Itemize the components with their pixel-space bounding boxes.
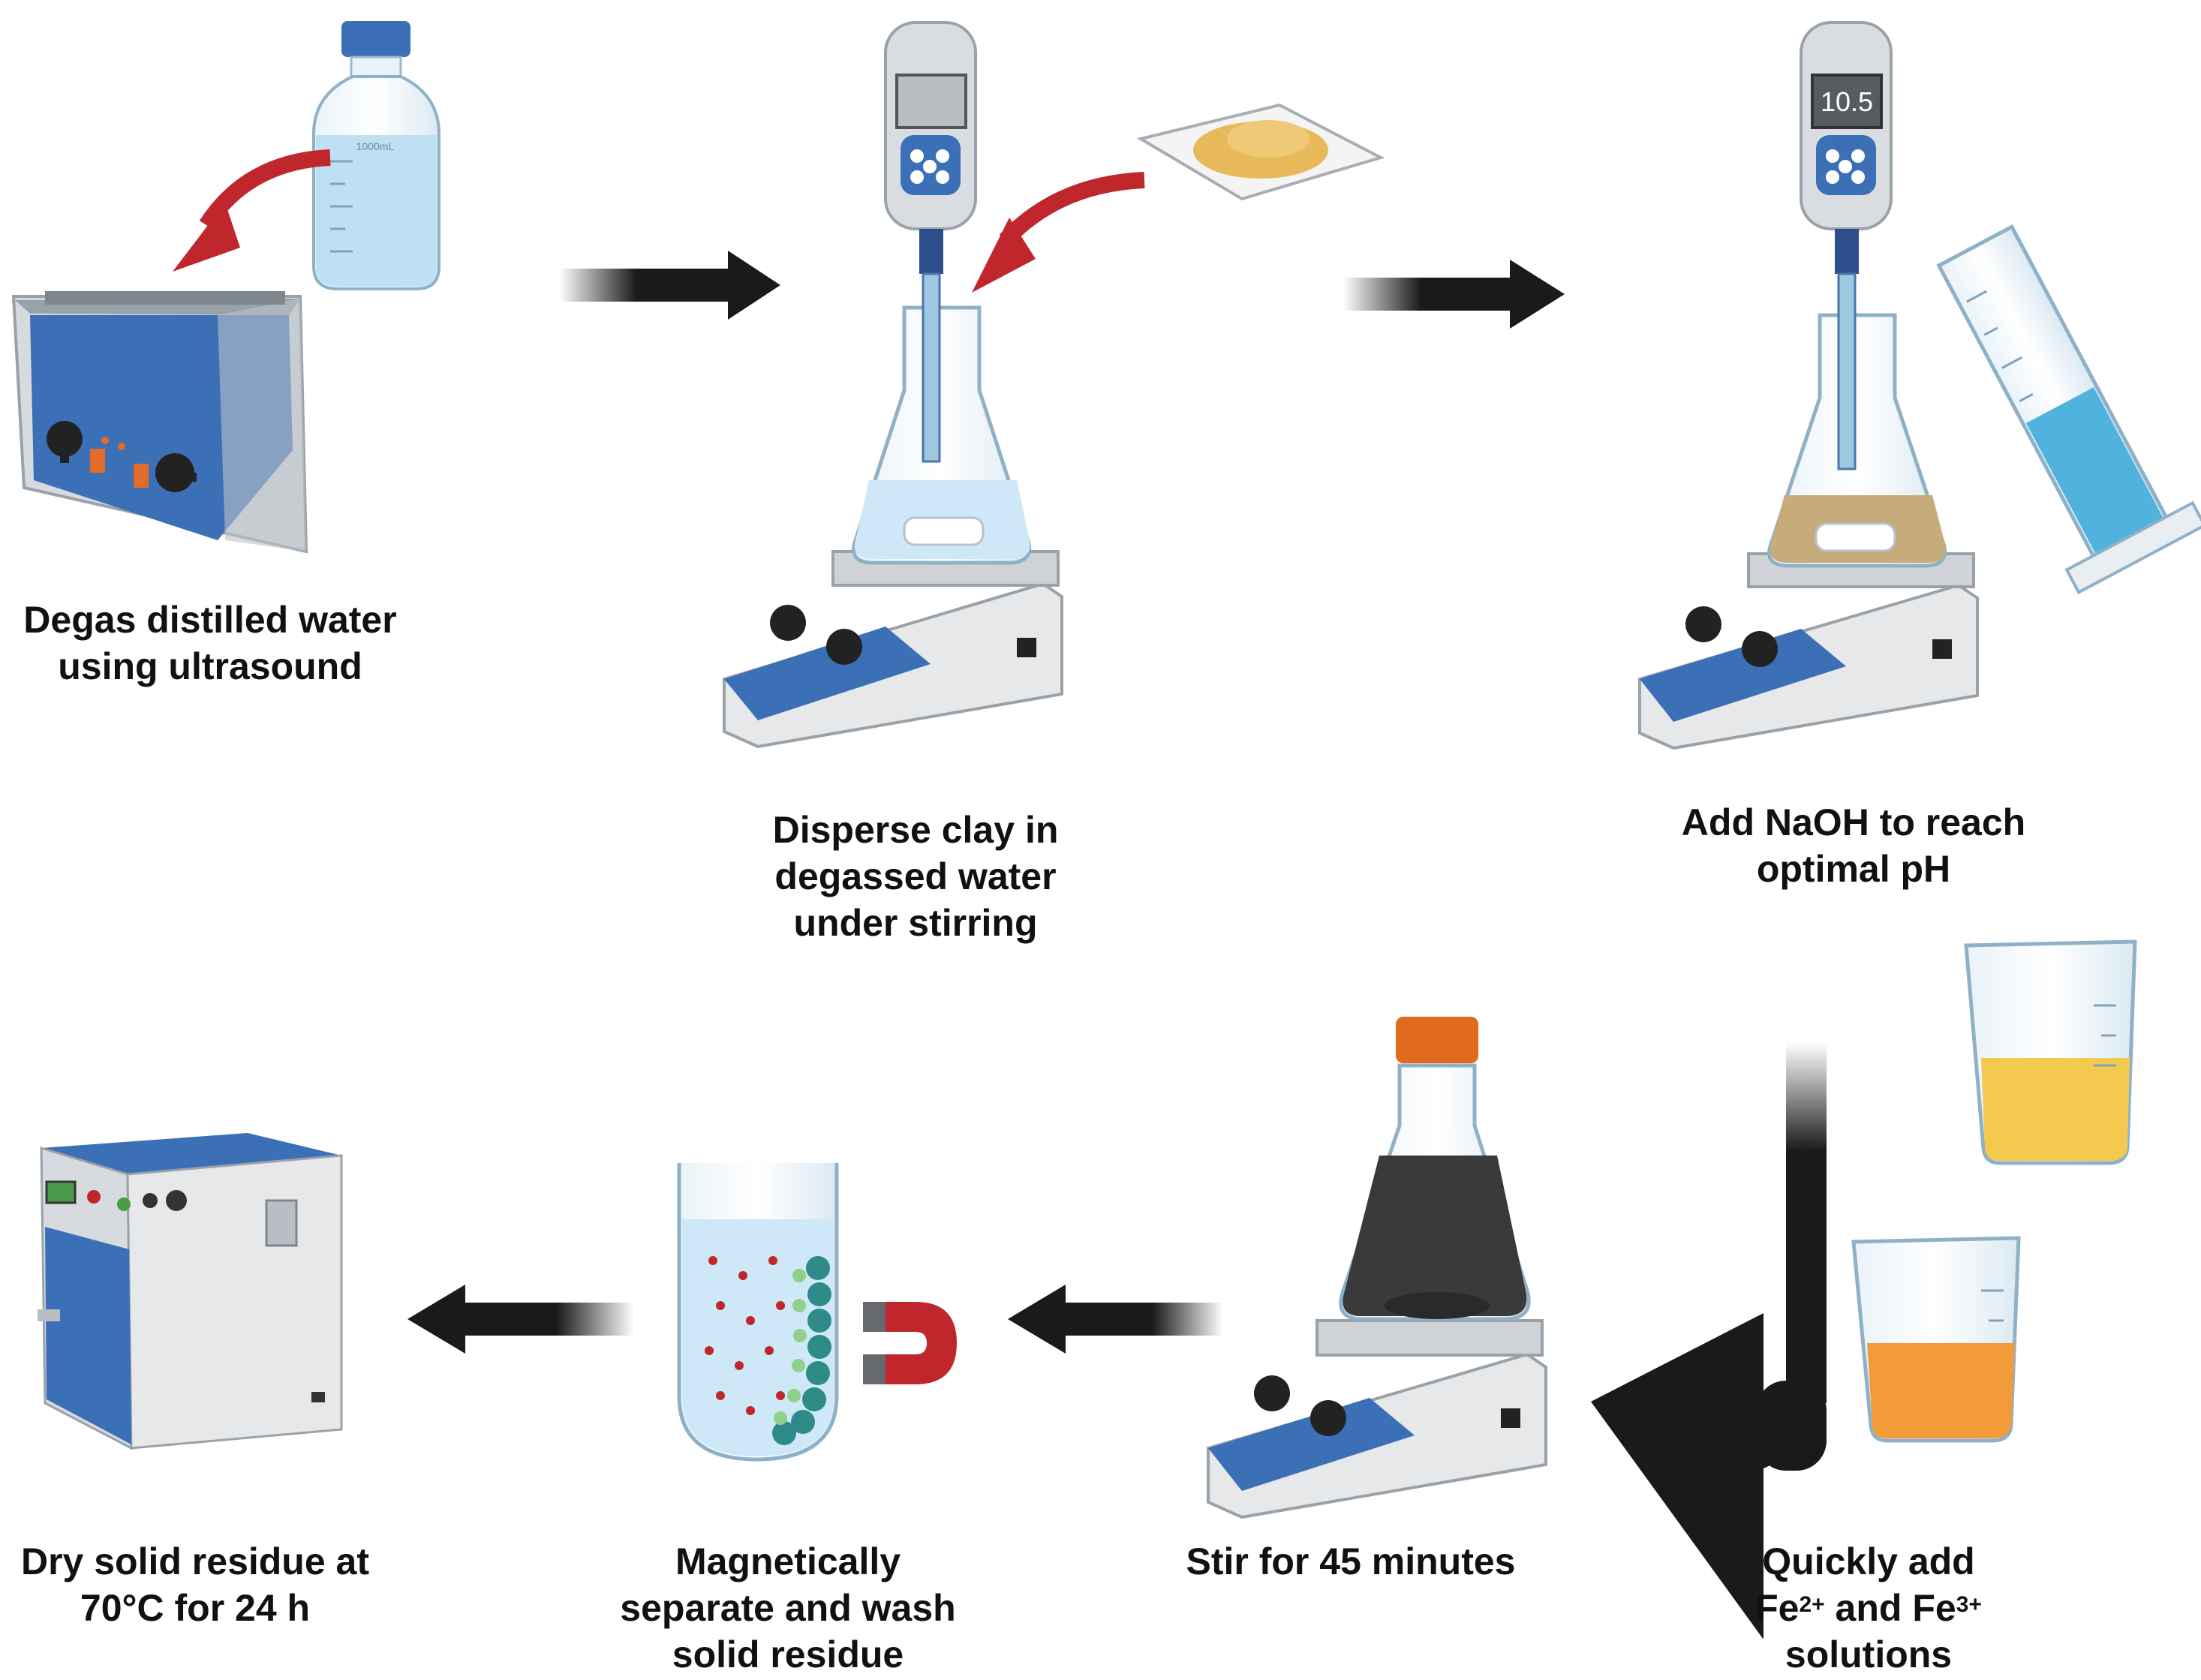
drying-oven-icon (38, 1133, 343, 1450)
red-arrowhead-2 (972, 218, 1036, 293)
caption-naoh-line1: Add NaOH to reach (1681, 801, 2026, 843)
ultrasonic-bath-icon (11, 291, 308, 554)
magnet-icon (863, 1302, 957, 1384)
stirrer-plate-icon-1 (723, 550, 1063, 749)
water-bottle-icon: 1000mL (312, 21, 441, 290)
ph-meter-1 (884, 21, 977, 463)
red-pour-arrow-1 (199, 149, 331, 230)
caption-magnet-line1: Magnetically (675, 1540, 901, 1582)
erlenmeyer-flask-1 (852, 305, 1032, 565)
stirrer-plate-icon-2 (1638, 552, 1979, 750)
flow-arrow-4 (407, 1285, 634, 1354)
caption-disperse-line2: degassed water (774, 855, 1057, 897)
flow-arrow-1 (559, 251, 780, 320)
caption-stir: Stir for 45 minutes (1156, 1538, 1546, 1585)
ph-reading-display: 10.5 (1821, 86, 1873, 117)
caption-disperse-line3: under stirring (793, 902, 1038, 944)
caption-fe-line3: solutions (1785, 1633, 1953, 1675)
caption-magnet-line3: solid residue (672, 1633, 904, 1675)
erlenmeyer-flask-2 (1767, 313, 1947, 568)
caption-stir-line1: Stir for 45 minutes (1186, 1540, 1516, 1582)
beaker-fe3-icon (1851, 1236, 2021, 1443)
caption-disperse-line1: Disperse clay in (772, 809, 1059, 851)
svg-text:1000mL: 1000mL (356, 140, 395, 152)
caption-dry-line1: Dry solid residue at (20, 1540, 370, 1582)
caption-fe-line1: Quickly add (1762, 1540, 1975, 1582)
caption-magnet-line2: separate and wash (620, 1587, 956, 1629)
clay-tray-icon (1136, 103, 1385, 201)
caption-fe: Quickly add Fe2+ and Fe3+ solutions (1703, 1538, 2034, 1678)
red-pour-arrow-2 (999, 172, 1145, 246)
test-tube-icon (677, 1163, 839, 1462)
caption-degas: Degas distilled water using ultrasound (15, 597, 405, 690)
flow-arrow-down-left (1591, 1043, 1827, 1639)
graduated-cylinder-icon (1936, 224, 2201, 595)
ph-meter-2: 10.5 (1800, 21, 1893, 470)
dark-flask-icon (1339, 1017, 1531, 1321)
caption-dry: Dry solid residue at 70°C for 24 h (0, 1538, 390, 1631)
stirrer-plate-icon-3 (1207, 1319, 1547, 1519)
caption-degas-line1: Degas distilled water (23, 599, 397, 641)
caption-naoh-line2: optimal pH (1756, 848, 1951, 890)
red-arrowhead-1 (173, 203, 240, 272)
caption-dry-line2: 70°C for 24 h (80, 1587, 311, 1629)
caption-disperse: Disperse clay in degassed water under st… (720, 807, 1111, 946)
flow-arrow-3 (1008, 1285, 1223, 1354)
caption-fe-line2: Fe2+ and Fe3+ (1755, 1587, 1982, 1629)
caption-magnet: Magnetically separate and wash solid res… (600, 1538, 976, 1678)
caption-degas-line2: using ultrasound (58, 645, 362, 687)
beaker-fe2-icon (1964, 939, 2137, 1165)
flow-arrow-2 (1343, 260, 1565, 329)
caption-naoh: Add NaOH to reach optimal pH (1651, 799, 2056, 892)
